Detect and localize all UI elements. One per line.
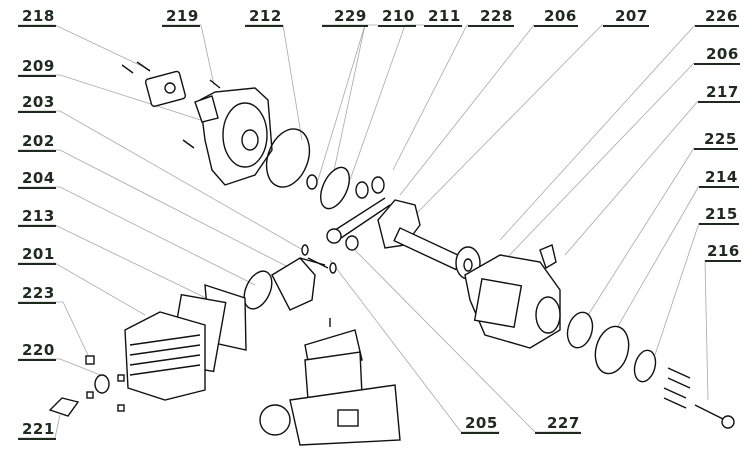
intake-housing-part [182,79,273,186]
part-label-214: 214 [699,169,739,188]
plug-adapter-220 [94,374,110,394]
part-label-209: 209 [18,58,56,77]
carburetor-part [121,61,187,107]
rotary-valve-part [319,166,351,210]
bearing-part [355,181,369,199]
part-label-216: 216 [705,242,741,262]
leader-225 [584,147,695,321]
o-ring-part [265,128,311,188]
piston-ring-part [243,270,273,310]
part-label-201: 201 [18,246,56,265]
crankcase-part [464,254,561,349]
part-label-217: 217 [698,84,740,103]
leader-226 [499,24,696,241]
part-label-227: 227 [535,415,581,434]
leader-215 [654,222,700,356]
leader-210 [331,24,378,181]
part-label-225: 225 [694,131,738,150]
leader-216 [704,259,709,401]
part-label-210: 210 [378,8,416,27]
part-label-226: 226 [695,8,739,27]
part-label-203: 203 [18,94,56,113]
part-label-204: 204 [18,170,56,189]
parts [48,61,735,446]
leader-217 [564,100,699,256]
leader-206b [499,62,695,266]
part-label-206-right: 206 [694,46,740,65]
piston-part [271,257,326,311]
sensor-part [539,244,557,270]
part-label-219: 219 [162,8,200,27]
part-label-213: 213 [18,208,56,227]
part-label-212: 212 [245,8,283,27]
leader-204 [18,186,256,286]
prop-bolts-part [663,367,735,429]
part-label-215: 215 [699,206,739,225]
part-label-218: 218 [18,8,56,27]
leader-211 [349,24,424,181]
part-label-221: 221 [18,421,56,440]
part-label-223: 223 [18,285,56,304]
bushing-part [306,174,318,190]
prop-washer-part [633,349,657,383]
spark-plug-221 [48,397,80,417]
part-label-220: 220 [18,342,56,361]
leader-228 [392,24,468,171]
assembled-engine-image [259,318,401,446]
part-label-205: 205 [461,415,499,434]
leader-207 [414,24,603,216]
part-label-211: 211 [424,8,462,27]
leader-214 [609,185,700,341]
part-label-207: 207 [603,8,649,27]
part-label-206-top: 206 [534,8,578,27]
piston-pin-part [307,257,329,269]
front-bearing-part [566,311,594,349]
part-label-228: 228 [468,8,514,27]
part-label-202: 202 [18,133,56,152]
part-label-229: 229 [322,8,368,27]
drive-hub-part [594,325,630,375]
screw-223 [85,355,95,365]
bearing-part-2 [371,176,385,194]
leader-206a [399,24,535,196]
connecting-rod-part [326,197,391,251]
cylinder-part [124,293,227,401]
